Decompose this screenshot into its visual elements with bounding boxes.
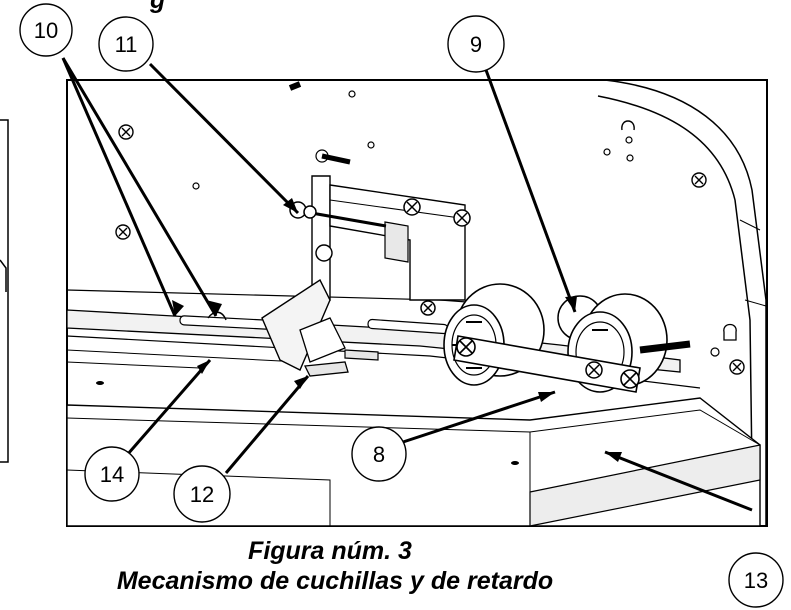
leader-arrowheads — [172, 198, 622, 462]
front-cover — [66, 397, 761, 527]
bracket-fold — [329, 199, 461, 219]
callout-9: 9 — [447, 15, 505, 73]
leader-12 — [224, 375, 310, 474]
callout-8: 8 — [351, 426, 407, 482]
callout-label: 9 — [470, 32, 482, 57]
side-bracket-tick — [0, 259, 7, 292]
bracket-tab — [384, 221, 409, 263]
cover-top-line — [529, 409, 761, 446]
side-bracket — [0, 119, 9, 463]
leader-11 — [148, 62, 300, 215]
plate-screws — [115, 90, 745, 375]
leader-14 — [125, 359, 212, 456]
side-post — [723, 323, 737, 341]
housing-edge-inner — [597, 95, 753, 471]
housing-edge-outer — [604, 79, 767, 526]
knife-edge — [303, 361, 349, 377]
leader-9 — [484, 69, 577, 313]
knife-clamp — [299, 317, 346, 363]
screw-group — [403, 198, 471, 316]
callout-label: 14 — [100, 462, 124, 487]
callout-label: 10 — [34, 18, 58, 43]
callout-label: 11 — [115, 32, 138, 57]
callout-12: 12 — [173, 465, 231, 523]
leader-lines — [61, 57, 753, 512]
roller-shaft — [639, 340, 691, 354]
housing-detail — [739, 219, 767, 307]
front-cover-bevel — [529, 444, 761, 527]
bracket-hole — [315, 244, 333, 262]
callout-13: 13 — [728, 552, 784, 608]
callout-14: 14 — [84, 446, 140, 502]
knife-tongue — [344, 349, 379, 361]
callout-label: 12 — [190, 482, 214, 507]
leader-10-b — [61, 57, 177, 317]
figure-subtitle: Mecanismo de cuchillas y de retardo — [116, 567, 554, 595]
adjust-nut-2 — [303, 205, 317, 219]
tray-lines — [66, 349, 301, 369]
screw-hole — [511, 461, 519, 465]
leader-8 — [399, 390, 556, 445]
leader-13 — [604, 450, 753, 512]
callout-label: 8 — [373, 442, 385, 467]
callout-label: 13 — [744, 568, 768, 593]
callout-10: 10 — [19, 3, 73, 57]
key-hole — [621, 120, 635, 131]
top-pin — [288, 81, 302, 91]
leader-10-a — [61, 57, 218, 317]
pin-shaft — [321, 153, 351, 165]
figure-title: Figura núm. 3 — [248, 537, 412, 565]
screw-hole — [96, 381, 104, 385]
callout-11: 11 — [98, 16, 154, 72]
header-fragment: g — [150, 0, 166, 14]
cover-seam — [66, 469, 331, 526]
